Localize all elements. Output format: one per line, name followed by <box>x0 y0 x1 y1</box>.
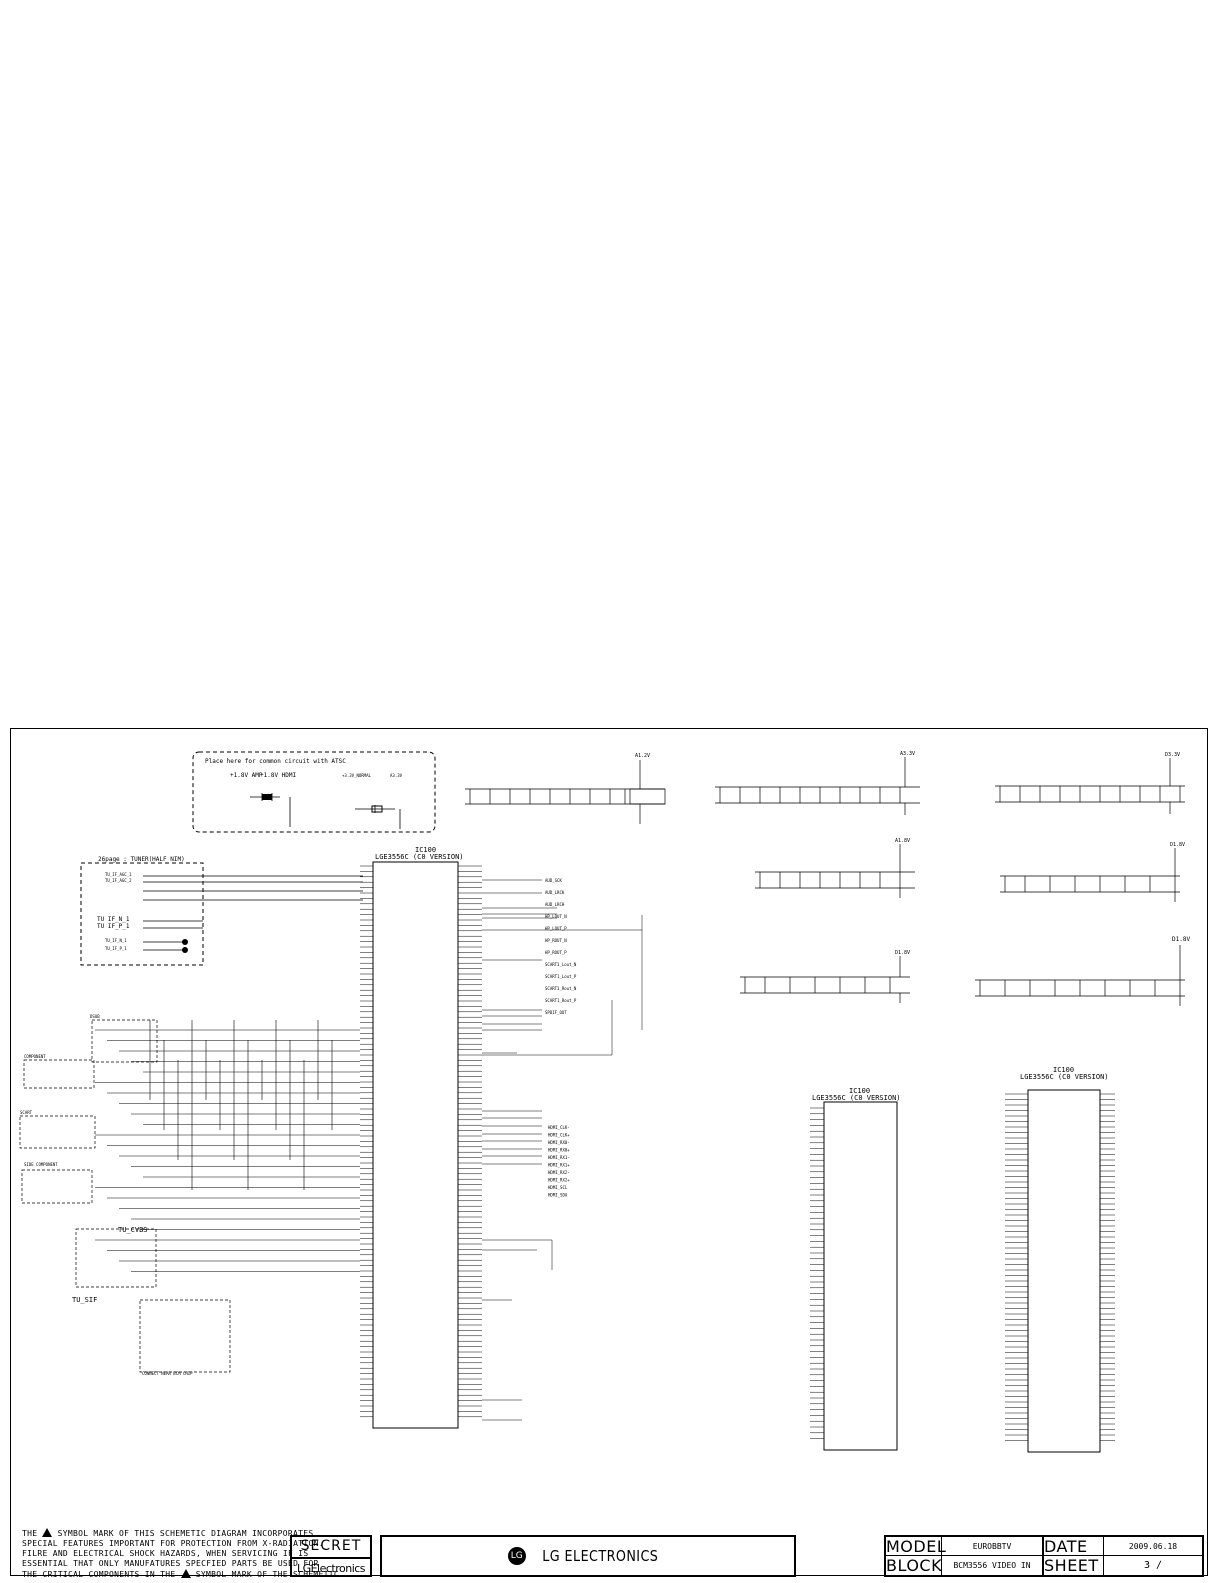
component-block <box>23 1059 95 1089</box>
net-label: HP_LOUT_N <box>545 914 567 919</box>
block-label: BLOCK <box>886 1556 943 1575</box>
model-label: MODEL <box>886 1537 947 1556</box>
net-label: HDMI_RX1+ <box>548 1163 570 1168</box>
date-value: 2009.06.18 <box>1104 1537 1202 1556</box>
net-label: HP_ROUT_P <box>545 950 567 955</box>
supply-33normal: +3.3V_NORMAL <box>342 773 371 778</box>
decoupling-cap-bank-d18 <box>1000 848 1180 902</box>
supply-d18-3: D1.8V <box>1172 936 1190 943</box>
supply-18amp: +1.8V AMP <box>230 772 263 779</box>
svg-text:LGE3556C (C0 VERSION): LGE3556C (C0 VERSION) <box>812 1094 901 1102</box>
supply-a33: A3.3V <box>390 773 403 778</box>
net-label: HDMI_SDA <box>548 1193 568 1198</box>
svg-text:TU_SIF: TU_SIF <box>72 1296 97 1304</box>
decoupling-cap-bank-a33 <box>715 757 920 815</box>
svg-text:26page : TUNER(HALF NIM): 26page : TUNER(HALF NIM) <box>98 856 185 863</box>
tuner-block: 26page : TUNER(HALF NIM) TU_IF_AGC_1 TU_… <box>80 856 363 966</box>
svg-text:SIDE COMPONENT: SIDE COMPONENT <box>24 1162 58 1167</box>
supply-d33: D3.3V <box>1165 752 1180 758</box>
svg-text:IC100: IC100 <box>415 846 436 854</box>
decoupling-cap-bank-a12 <box>465 760 666 824</box>
atsc-note: Place here for common circuit with ATSC <box>205 758 346 765</box>
side-component-block <box>21 1169 93 1204</box>
dsub-block <box>91 1019 158 1063</box>
svg-text:TU_CVBS: TU_CVBS <box>118 1226 148 1234</box>
company-name: LG ELECTRONICS <box>541 1547 659 1565</box>
net-label: HDMI_RX1- <box>548 1155 570 1160</box>
net-label: HDMI_RX2- <box>548 1170 570 1175</box>
net-label: HP_ROUT_N <box>545 938 567 943</box>
net-label: HDMI_CLK+ <box>548 1133 570 1138</box>
net-label: HDMI_SCL <box>548 1185 568 1190</box>
ic100-power: IC100 LGE3556C (C0 VERSION) <box>812 1087 901 1451</box>
model-value: EUROBBTV <box>942 1537 1044 1556</box>
title-block-table: MODEL EUROBBTV DATE 2009.06.18 BLOCK BCM… <box>884 1535 1204 1577</box>
svg-text:DSUB: DSUB <box>90 1014 100 1019</box>
sheet-label: SHEET <box>1044 1556 1104 1575</box>
svg-text:SCART: SCART <box>20 1110 33 1115</box>
supply-18hdmi: +1.8V HDMI <box>260 772 297 779</box>
supply-a12: A1.2V <box>635 753 650 759</box>
supply-a33-2: A3.3V <box>900 751 915 757</box>
svg-text:CONNECT NEAR BCM CHIP: CONNECT NEAR BCM CHIP <box>142 1371 193 1376</box>
svg-text:IC100: IC100 <box>849 1087 870 1095</box>
svg-text:COMPONENT: COMPONENT <box>24 1054 46 1059</box>
svg-text:LGE3556C (C0 VERSION): LGE3556C (C0 VERSION) <box>1020 1073 1109 1081</box>
net-label: HP_LOUT_P <box>545 926 567 931</box>
net-label: SCART1_Rout_P <box>545 998 577 1003</box>
svg-text:TU IF_P_1: TU IF_P_1 <box>97 923 130 930</box>
net-label: HDMI_RX0- <box>548 1140 570 1145</box>
ic100-main: IC100 LGE3556C (C0 VERSION) <box>360 846 482 1429</box>
company-logo-box: LG LG ELECTRONICS <box>380 1535 796 1577</box>
net-label: HDMI_RX0+ <box>548 1148 570 1153</box>
svg-text:IC100: IC100 <box>1053 1066 1074 1074</box>
supply-d18-2: D1.8V <box>895 950 910 956</box>
connect-near-bcm-block <box>139 1299 231 1373</box>
lg-electronics-small: LGElectronics <box>296 1562 366 1575</box>
warning-triangle-icon <box>42 1528 53 1537</box>
sheet-value: 3 ∕ <box>1143 1560 1163 1571</box>
svg-text:TU_IF_P_1: TU_IF_P_1 <box>105 946 127 951</box>
supply-a18: A1.8V <box>895 838 910 844</box>
net-label: HDMI_RX2+ <box>548 1178 570 1183</box>
net-label: SCART1_Lout_N <box>545 962 577 967</box>
decoupling-cap-bank-d18b <box>740 945 1185 1006</box>
tu-cvbs-block <box>75 1228 157 1288</box>
svg-text:TU IF_N_1: TU IF_N_1 <box>97 916 130 923</box>
supply-d18: D1.8V <box>1170 842 1185 848</box>
svg-text:TU_IF_AGC_2: TU_IF_AGC_2 <box>105 878 132 883</box>
lg-logo-icon: LG <box>507 1547 526 1565</box>
scart-block <box>19 1115 96 1149</box>
svg-text:TU_IF_N_1: TU_IF_N_1 <box>105 938 127 943</box>
safety-warning: THE SYMBOL MARK OF THIS SCHEMETIC DIAGRA… <box>22 1528 345 1579</box>
decoupling-cap-bank-a18 <box>755 844 915 898</box>
warning-triangle-icon <box>180 1569 191 1578</box>
net-label: AUD_LRCH <box>545 902 565 907</box>
net-label: SCART1_Lout_P <box>545 974 577 979</box>
net-label: HDMI_CLK- <box>548 1125 570 1130</box>
svg-text:TU_IF_AGC_1: TU_IF_AGC_1 <box>105 872 132 877</box>
secret-label: SECRET <box>292 1537 370 1559</box>
decoupling-cap-bank-d33 <box>995 758 1185 814</box>
atsc-common-circuit-block: Place here for common circuit with ATSC … <box>192 751 436 833</box>
svg-text:LGE3556C (C0 VERSION): LGE3556C (C0 VERSION) <box>375 853 464 861</box>
net-label: AUD_SCK <box>545 878 562 883</box>
ic100-ground: IC100 LGE3556C (C0 VERSION) <box>1020 1066 1109 1453</box>
block-value: BCM3556 VIDEO IN <box>942 1556 1044 1575</box>
net-label: SPDIF_OUT <box>545 1010 567 1015</box>
date-label: DATE <box>1044 1537 1104 1556</box>
net-label: AUD_LRCK <box>545 890 565 895</box>
net-label: SCART1_Rout_N <box>545 986 577 991</box>
secret-box: SECRET LGElectronics <box>290 1535 372 1577</box>
